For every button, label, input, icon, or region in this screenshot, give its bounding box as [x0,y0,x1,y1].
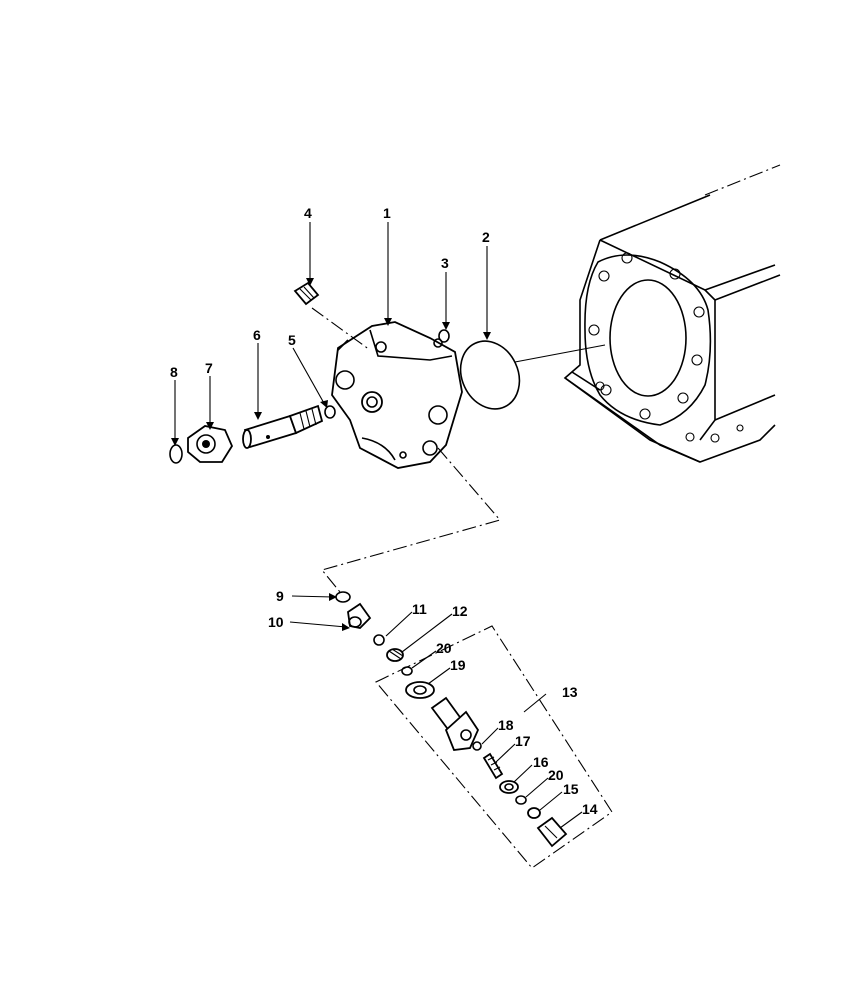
washer-20-upper [401,666,413,676]
sleeve-10 [347,602,372,629]
callout-8: 8 [170,364,178,380]
callout-12: 12 [452,603,468,619]
group-frame-13 [375,625,613,869]
washer-15 [527,807,541,819]
callout-4: 4 [304,205,312,221]
callout-6: 6 [253,327,261,343]
callout-18: 18 [498,717,514,733]
callout-14: 14 [582,801,598,817]
callout-10: 10 [268,614,284,630]
callout-9: 9 [276,588,284,604]
transmission-housing [563,164,781,463]
plug-14 [536,816,568,848]
callout-labels: 4 1 3 2 5 6 7 8 9 10 11 12 20 19 13 18 1… [170,205,598,817]
ball-18 [472,741,482,751]
callout-19: 19 [450,657,466,673]
callout-5: 5 [288,332,296,348]
callout-1: 1 [383,205,391,221]
plug-4 [293,281,320,306]
shaft-6 [242,404,324,449]
washer-20-lower [515,795,527,805]
ball-11 [373,634,385,646]
callout-7: 7 [205,360,213,376]
seal-19 [405,681,435,699]
callout-17: 17 [515,733,531,749]
callout-16: 16 [533,754,549,770]
callout-15: 15 [563,781,579,797]
valve-body [430,696,480,751]
spring-17 [482,752,504,780]
callout-2: 2 [482,229,490,245]
o-ring-2 [459,340,521,410]
washer-8 [169,444,183,464]
callout-20-upper: 20 [436,640,452,656]
washer-5 [324,405,336,419]
nut-7 [187,425,234,463]
seal-16 [499,780,519,794]
callout-20-lower: 20 [548,767,564,783]
callout-3: 3 [441,255,449,271]
washer-3 [438,329,450,343]
callout-11: 11 [412,601,427,617]
leader-lines [171,222,583,829]
pump-housing-1 [331,321,463,469]
callout-13: 13 [562,684,578,700]
washer-9 [335,591,351,603]
spring-12 [386,648,404,662]
